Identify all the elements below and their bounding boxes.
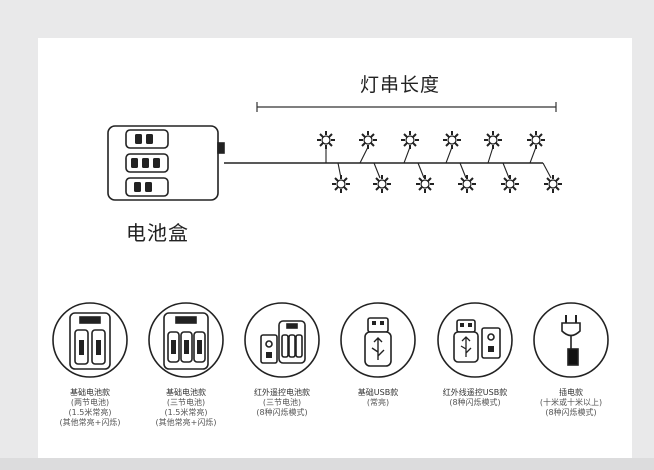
model-desc: (其他常亮+闪烁) xyxy=(155,418,217,427)
bottom-strip xyxy=(0,458,654,470)
model-name: 基础电池款 xyxy=(166,388,206,397)
model-desc: (8种闪烁模式) xyxy=(449,398,501,407)
content-panel xyxy=(38,38,632,458)
model-desc: (三节电池) xyxy=(166,398,206,407)
battery-2-icon xyxy=(52,302,128,378)
bulb-icon xyxy=(501,175,519,193)
model-caption: 红外遥控电池款 (三节电池) (8种闪烁模式) xyxy=(232,388,332,418)
model-desc: (其他常亮+闪烁) xyxy=(59,418,121,427)
drop-wires xyxy=(325,146,552,179)
model-desc: (三节电池) xyxy=(262,398,302,407)
battery-3-icon xyxy=(148,302,224,378)
bulb-icon xyxy=(416,175,434,193)
model-desc: (常亮) xyxy=(366,398,390,407)
model-name: 基础电池款 xyxy=(70,388,110,397)
plug-icon xyxy=(533,302,609,378)
model-desc: (1.5米常亮) xyxy=(164,408,208,417)
bulb-icon xyxy=(359,131,377,149)
model-desc: (8种闪烁模式) xyxy=(545,408,597,417)
bulb-icon xyxy=(317,131,335,149)
model-name: 基础USB款 xyxy=(357,388,399,397)
bulb-icon xyxy=(443,131,461,149)
model-caption: 插电款 (十米或十米以上) (8种闪烁模式) xyxy=(521,388,621,418)
model-caption: 基础电池款 (三节电池) (1.5米常亮) (其他常亮+闪烁) xyxy=(136,388,236,428)
model-name: 红外遥控电池款 xyxy=(254,388,310,397)
bulb-icon xyxy=(544,175,562,193)
usb-remote-icon xyxy=(437,302,513,378)
length-dimension-line xyxy=(256,102,557,112)
bulb-icon xyxy=(458,175,476,193)
model-desc: (1.5米常亮) xyxy=(68,408,112,417)
battery-box-label: 电池盒 xyxy=(126,221,189,245)
bulb-icon xyxy=(527,131,545,149)
bulb-icon xyxy=(484,131,502,149)
model-name: 插电款 xyxy=(559,388,583,397)
light-bulbs xyxy=(317,131,562,193)
battery-box-icon xyxy=(107,125,225,201)
battery-remote-icon xyxy=(244,302,320,378)
model-caption: 红外线遥控USB款 (8种闪烁模式) xyxy=(425,388,525,408)
bulb-icon xyxy=(332,175,350,193)
model-desc: (8种闪烁模式) xyxy=(256,408,308,417)
light-string-length-title: 灯串长度 xyxy=(360,74,441,96)
usb-icon xyxy=(340,302,416,378)
bulb-icon xyxy=(373,175,391,193)
model-name: 红外线遥控USB款 xyxy=(442,388,508,397)
model-desc: (两节电池) xyxy=(70,398,110,407)
model-caption: 基础电池款 (两节电池) (1.5米常亮) (其他常亮+闪烁) xyxy=(40,388,140,428)
model-desc: (十米或十米以上) xyxy=(539,398,603,407)
model-caption: 基础USB款 (常亮) xyxy=(328,388,428,408)
bulb-icon xyxy=(401,131,419,149)
